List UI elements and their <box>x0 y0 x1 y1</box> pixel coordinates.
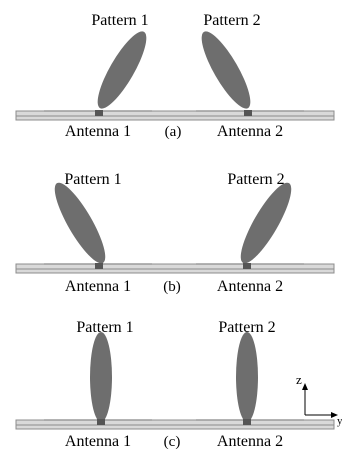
panel-caption: (b) <box>163 279 181 295</box>
z-axis-label: z <box>296 372 302 387</box>
antenna-1-feed <box>95 263 103 269</box>
coordinate-axes: z y <box>296 372 342 427</box>
pattern-1-label: Pattern 1 <box>76 319 133 336</box>
antenna-1-label: Antenna 1 <box>65 278 131 295</box>
antenna-2-label: Antenna 2 <box>217 123 283 140</box>
radiation-pattern-1 <box>54 182 106 264</box>
radiation-pattern-2 <box>236 332 258 422</box>
pattern-2-label: Pattern 2 <box>218 319 275 336</box>
panel-caption: (a) <box>165 124 182 140</box>
antenna-2-feed <box>243 419 251 425</box>
radiation-pattern-1 <box>90 332 112 422</box>
radiation-pattern-2 <box>240 182 292 264</box>
y-axis-arrowhead <box>331 412 338 418</box>
antenna-1-label: Antenna 1 <box>65 123 131 140</box>
antenna-2-label: Antenna 2 <box>217 278 283 295</box>
pattern-2-label: Pattern 2 <box>227 171 284 188</box>
antenna-1-label: Antenna 1 <box>65 433 131 450</box>
pattern-1-label: Pattern 1 <box>64 171 121 188</box>
antenna-2-feed <box>244 110 252 116</box>
antenna-2-feed <box>243 263 251 269</box>
radiation-pattern-2 <box>201 31 251 109</box>
antenna-2-label: Antenna 2 <box>217 433 283 450</box>
panel-a: Pattern 1 Pattern 2 Antenna 1 (a) Antenn… <box>15 12 335 140</box>
panel-c: Pattern 1 Pattern 2 Antenna 1 (c) Antenn… <box>15 319 342 450</box>
pattern-1-label: Pattern 1 <box>91 12 148 29</box>
antenna-1-feed <box>95 110 103 116</box>
panel-b: Pattern 1 Pattern 2 Antenna 1 (b) Antenn… <box>15 171 335 295</box>
panel-caption: (c) <box>164 434 181 450</box>
radiation-pattern-1 <box>97 31 147 109</box>
z-axis-arrowhead <box>302 383 308 390</box>
pattern-2-label: Pattern 2 <box>203 12 260 29</box>
y-axis-label: y <box>337 415 342 427</box>
antenna-1-feed <box>97 419 105 425</box>
